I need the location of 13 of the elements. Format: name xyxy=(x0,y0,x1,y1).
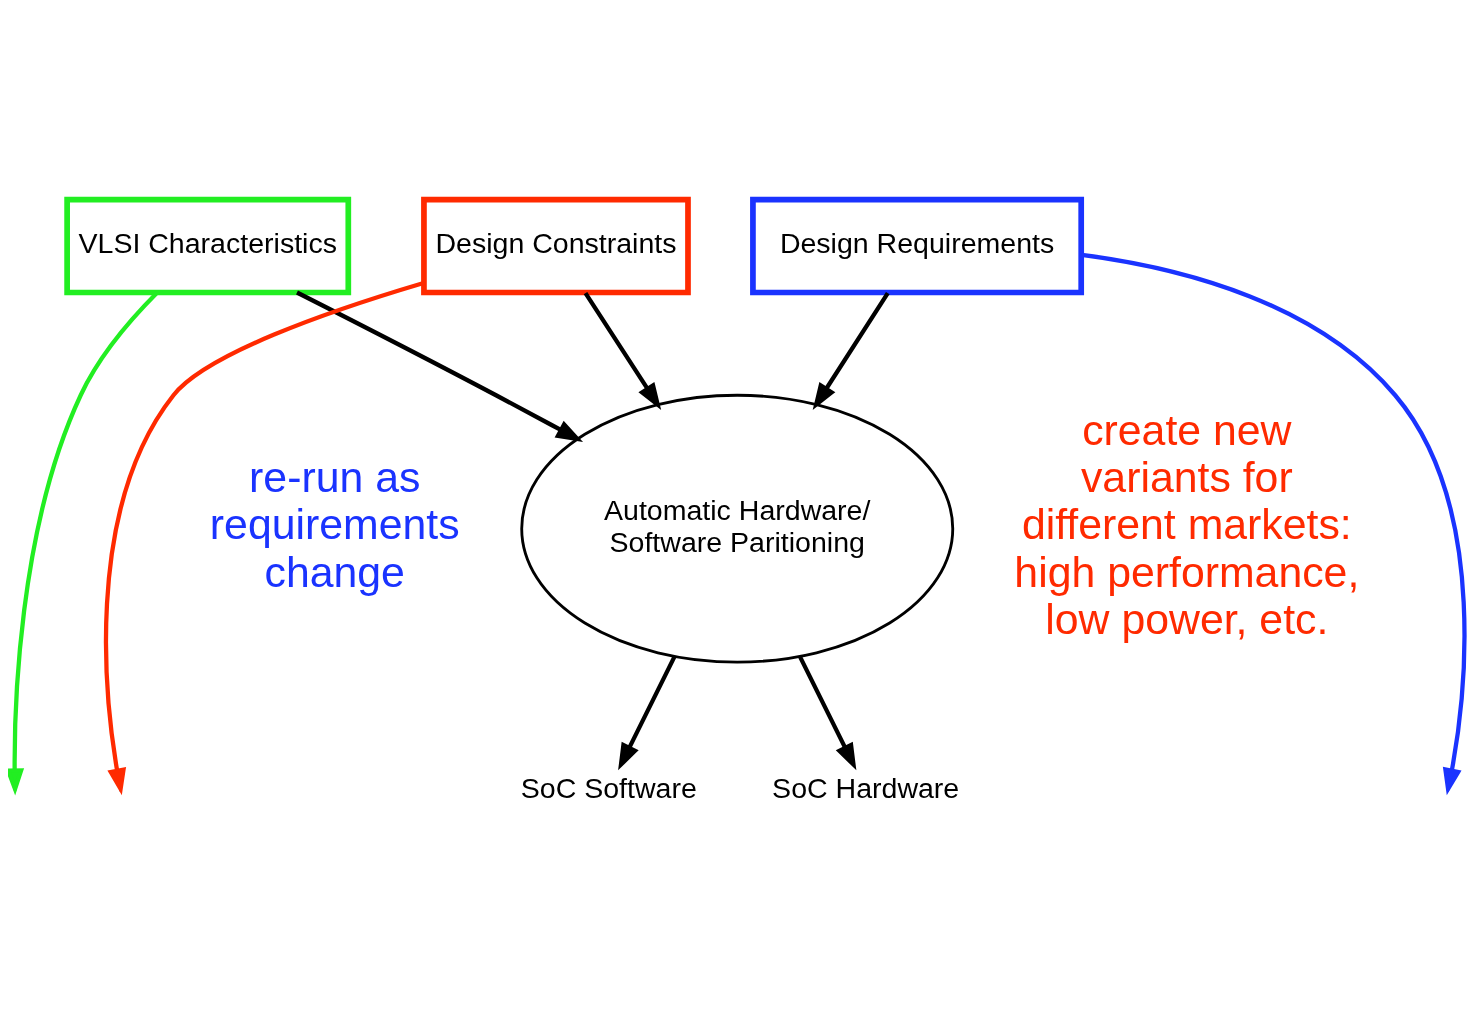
arrow xyxy=(798,655,857,770)
label: create new variants for different markets: high performance, low power, etc. xyxy=(1014,405,1360,643)
arrow xyxy=(812,291,890,410)
node-box: VLSI Characteristics xyxy=(64,196,352,295)
arrow xyxy=(583,291,662,410)
node-ellipse: Automatic Hardware/ Software Paritioning xyxy=(520,393,955,664)
arrow xyxy=(618,655,677,770)
label: re-run as requirements change xyxy=(209,452,460,595)
node-text: SoC Software xyxy=(520,771,697,804)
node-box: Design Requirements xyxy=(750,196,1085,295)
node-box: Design Constraints xyxy=(421,196,691,295)
node-text: SoC Hardware xyxy=(772,771,960,804)
arrow xyxy=(296,290,583,442)
